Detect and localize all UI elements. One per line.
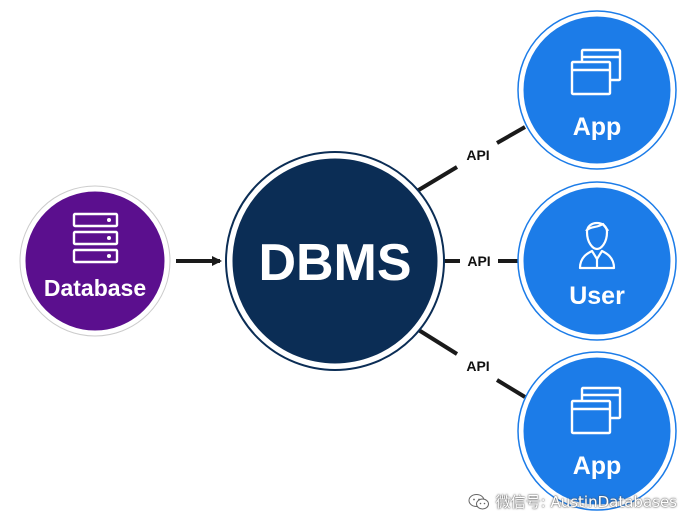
app-node-bottom: App <box>517 351 677 511</box>
watermark: 微信号: AustinDatabases <box>468 491 677 512</box>
api-label-top: API <box>466 147 489 163</box>
wechat-icon <box>468 493 489 509</box>
app-window-icon <box>570 386 622 435</box>
server-stack-icon <box>72 212 119 264</box>
app-bottom-label: App <box>573 452 622 480</box>
database-node: Database <box>19 185 171 337</box>
app-window-icon <box>570 48 622 96</box>
dbms-circle <box>229 155 441 367</box>
dbms-node: DBMS <box>225 151 445 371</box>
user-person-icon <box>578 221 616 270</box>
database-label: Database <box>44 275 146 301</box>
api-label-middle: API <box>467 253 490 269</box>
user-node: User <box>517 181 677 341</box>
app-node-top: App <box>517 10 677 170</box>
watermark-text: 微信号: AustinDatabases <box>495 493 677 511</box>
api-connector-bottom: API <box>415 327 527 399</box>
api-connector-middle: API <box>442 253 518 269</box>
app-top-label: App <box>573 113 622 141</box>
dbms-label: DBMS <box>258 234 411 292</box>
user-label: User <box>569 282 625 310</box>
api-label-bottom: API <box>466 358 489 374</box>
api-connector-top: API <box>415 125 526 193</box>
